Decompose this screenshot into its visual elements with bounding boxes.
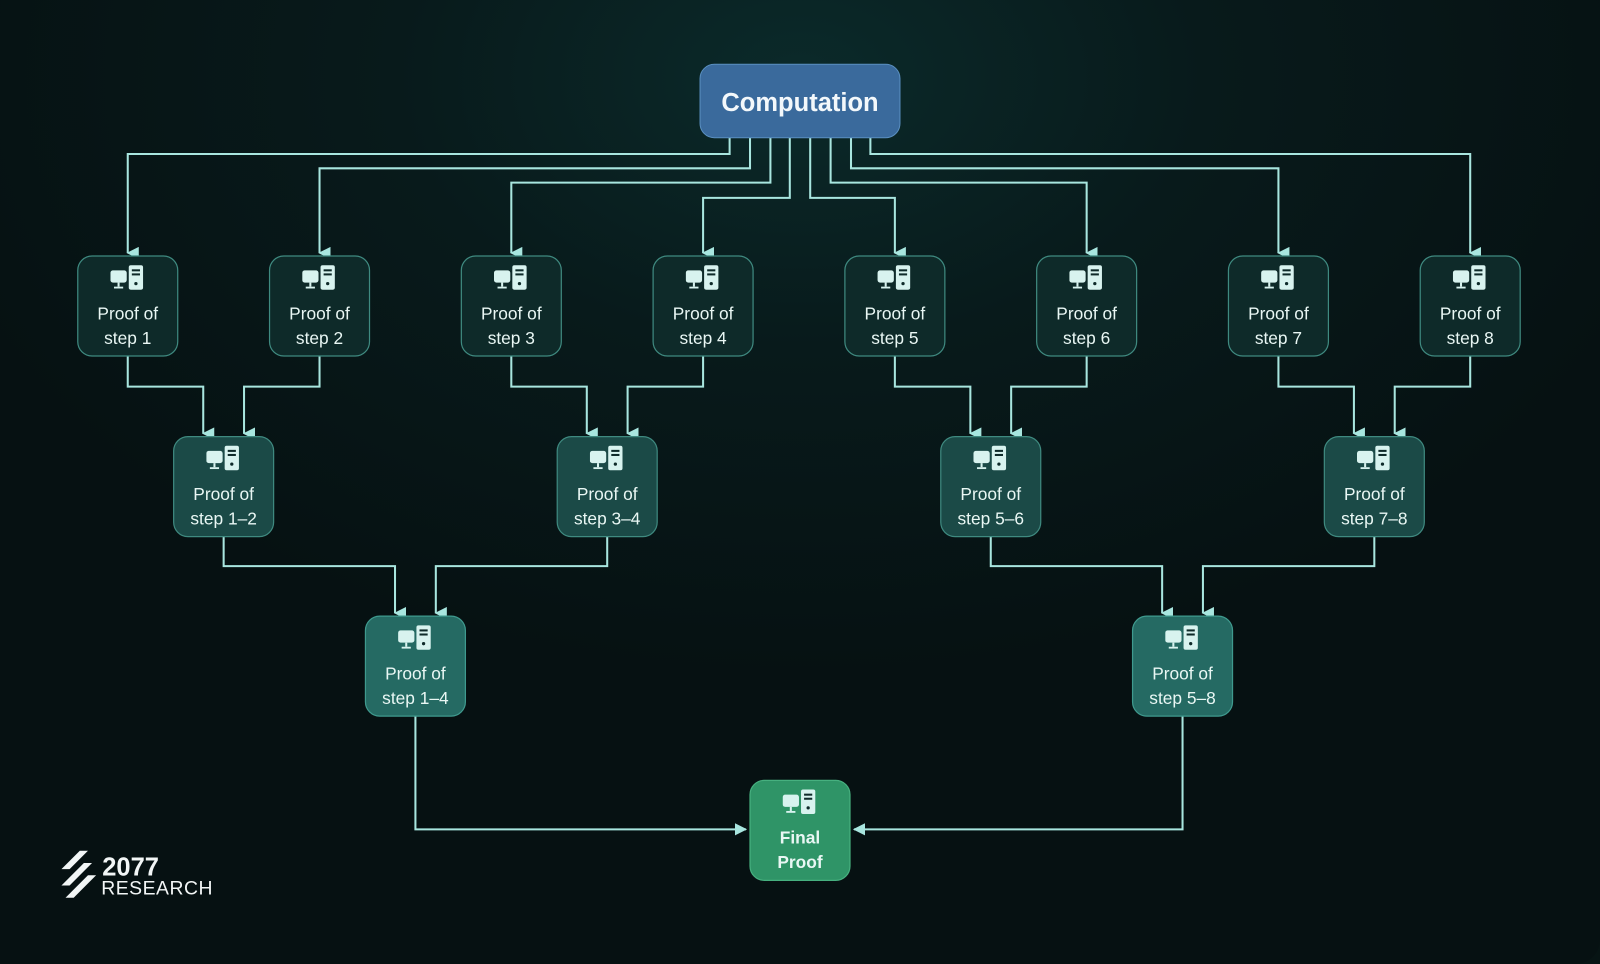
connector-l2-l3 — [434, 536, 609, 620]
connector-l1-l2 — [1009, 356, 1088, 440]
logo-number: 2077 — [102, 853, 159, 881]
node-label-line1: Proof of — [481, 303, 542, 323]
proof-step-8-node-box — [1419, 255, 1521, 357]
connector-l1-l2 — [242, 356, 321, 440]
proof-step-7-node: Proof of step 7 — [1227, 255, 1330, 357]
node-label-line2: step 7 — [1255, 328, 1302, 348]
proof-half-2-node: Proof of step 5–8 — [1131, 615, 1234, 717]
node-label-line1: Proof of — [289, 303, 350, 323]
proof-pair-1-node-box — [173, 435, 275, 538]
proof-pair-2-node: Proof of step 3–4 — [556, 435, 658, 538]
connector-l1-l2 — [510, 356, 598, 440]
connector-computation-to-step-3 — [510, 137, 772, 260]
node-label-line2: step 5–8 — [1149, 688, 1215, 708]
node-label-line1: Proof of — [1056, 303, 1117, 323]
connector-computation-to-step-5 — [809, 137, 906, 260]
node-label-line2: step 1 — [104, 328, 151, 348]
node-label-line2: step 4 — [679, 328, 727, 348]
node-label-line1: Proof of — [865, 303, 926, 323]
proof-step-2-node-box — [268, 255, 371, 357]
node-label-line1: Proof of — [673, 303, 734, 323]
computation-box — [699, 63, 901, 139]
proof-step-7-node-box — [1227, 255, 1330, 357]
connector-l1-l2 — [1393, 356, 1472, 440]
node-label-line2: step 1–4 — [382, 688, 449, 708]
connector-computation-to-step-2 — [318, 137, 752, 260]
node-label-line2: Proof — [777, 852, 822, 872]
node-label-line2: step 3–4 — [574, 508, 641, 528]
proof-step-3-node: Proof of step 3 — [460, 255, 562, 357]
connector-l1-l2 — [126, 356, 215, 440]
proof-half-1-node-box — [364, 615, 467, 717]
node-label-line2: step 7–8 — [1341, 508, 1407, 528]
computation-node: Computation — [699, 63, 901, 139]
connector-computation-to-step-6 — [829, 137, 1098, 260]
proof-pair-4-node: Proof of step 7–8 — [1323, 435, 1425, 538]
proof-step-3-node-box — [460, 255, 562, 357]
proof-step-1-node-box — [77, 255, 179, 357]
connector-l2-l3 — [222, 536, 407, 620]
node-label-line1: Final — [780, 828, 820, 848]
logo: 2077 RESEARCH — [61, 850, 213, 900]
node-label-line1: Proof of — [97, 303, 158, 323]
proof-step-6-node: Proof of step 6 — [1036, 255, 1138, 357]
node-label-line2: step 5 — [871, 328, 918, 348]
proof-half-2-node-box — [1131, 615, 1234, 717]
connector-l3-final-right — [852, 716, 1184, 836]
proof-step-4-node-box — [652, 255, 754, 357]
proof-step-6-node-box — [1036, 255, 1138, 357]
computation-label: Computation — [721, 89, 878, 117]
connector-l2-l3 — [989, 536, 1174, 620]
node-label-line2: step 5–6 — [958, 508, 1024, 528]
node-label-line1: Proof of — [1152, 663, 1213, 683]
logo-mark-icon — [61, 850, 97, 898]
proof-pair-2-node-box — [556, 435, 658, 538]
connector-l1-l2 — [1277, 356, 1365, 440]
node-label-line2: step 3 — [488, 328, 535, 348]
connector-l2-l3 — [1201, 536, 1376, 620]
connector-computation-to-step-8 — [869, 137, 1482, 260]
connector-computation-to-step-1 — [126, 137, 731, 260]
node-label-line2: step 6 — [1063, 328, 1110, 348]
node-label-line2: step 1–2 — [190, 508, 256, 528]
node-label-line1: Proof of — [1344, 484, 1405, 504]
node-label-line1: Proof of — [960, 484, 1021, 504]
proof-pair-4-node-box — [1323, 435, 1425, 538]
proof-step-5-node-box — [844, 255, 946, 357]
proof-half-1-node: Proof of step 1–4 — [364, 615, 467, 717]
logo-word: RESEARCH — [101, 878, 213, 900]
connectors — [126, 137, 1482, 836]
proof-step-8-node: Proof of step 8 — [1419, 255, 1521, 357]
node-label-line1: Proof of — [1248, 303, 1309, 323]
final-proof-node-box — [749, 779, 851, 881]
connector-l1-l2 — [626, 356, 705, 440]
proof-step-2-node: Proof of step 2 — [268, 255, 371, 357]
proof-step-5-node: Proof of step 5 — [844, 255, 946, 357]
node-label-line1: Proof of — [1440, 303, 1501, 323]
connector-computation-to-step-7 — [849, 137, 1290, 260]
node-label-line1: Proof of — [385, 663, 446, 683]
node-label-line2: step 8 — [1447, 328, 1494, 348]
proof-pair-3-node-box — [940, 435, 1042, 538]
proof-pair-1-node: Proof of step 1–2 — [173, 435, 275, 538]
proof-pair-3-node: Proof of step 5–6 — [940, 435, 1042, 538]
node-label-line1: Proof of — [577, 484, 638, 504]
connector-l3-final-left — [414, 716, 748, 836]
node-label-line2: step 2 — [296, 328, 343, 348]
node-label-line1: Proof of — [193, 484, 254, 504]
proof-step-4-node: Proof of step 4 — [652, 255, 754, 357]
connector-computation-to-step-4 — [701, 137, 791, 260]
connector-l1-l2 — [893, 356, 982, 440]
proof-step-1-node: Proof of step 1 — [77, 255, 179, 357]
